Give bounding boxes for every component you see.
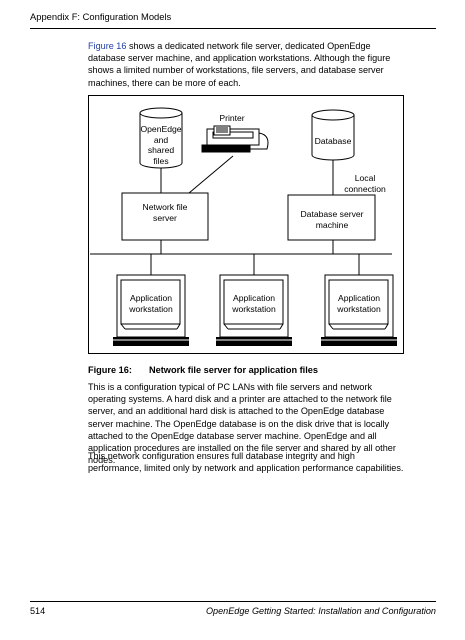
printer-icon bbox=[201, 125, 269, 153]
database-disk-icon bbox=[311, 109, 355, 161]
database-label: Database bbox=[314, 136, 352, 146]
figure-title: Network file server for application file… bbox=[149, 365, 318, 375]
body-paragraph-1: This is a configuration typical of PC LA… bbox=[88, 382, 396, 466]
workstation-2-label: Application workstation bbox=[232, 293, 276, 314]
file-server-label: Network file server bbox=[142, 202, 188, 223]
book-title: OpenEdge Getting Started: Installation a… bbox=[205, 606, 436, 616]
figure-caption: Figure 16: Network file server for applic… bbox=[88, 365, 318, 375]
workstation-3-icon bbox=[321, 274, 397, 346]
figure-link[interactable]: Figure 16 bbox=[88, 41, 127, 51]
db-server-label: Database server machine bbox=[300, 209, 364, 230]
openedge-disk-label: OpenEdge and shared files bbox=[140, 124, 182, 166]
figure-number: Figure 16: bbox=[88, 365, 132, 375]
workstation-2-icon bbox=[216, 274, 292, 346]
page-number: 514 bbox=[30, 606, 46, 616]
printer-to-fileserver-line bbox=[188, 155, 234, 194]
local-connection-label: Local connection bbox=[344, 173, 386, 194]
footer-rule bbox=[30, 601, 436, 602]
running-header: Appendix F: Configuration Models bbox=[30, 11, 172, 22]
workstation-3-label: Application workstation bbox=[337, 293, 381, 314]
workstation-1-icon bbox=[113, 274, 189, 346]
db-server-box bbox=[287, 194, 376, 241]
intro-text: shows a dedicated network file server, d… bbox=[88, 41, 391, 88]
network-diagram: OpenEdge and shared files Printer Databa… bbox=[88, 95, 404, 354]
workstation-icons bbox=[113, 274, 397, 346]
diagram-drawing bbox=[90, 107, 397, 346]
workstation-1-label: Application workstation bbox=[129, 293, 173, 314]
body-paragraph-2: This network configuration ensures full … bbox=[88, 451, 404, 474]
header-rule bbox=[30, 28, 436, 29]
printer-label: Printer bbox=[219, 113, 245, 123]
intro-paragraph: Figure 16 shows a dedicated network file… bbox=[88, 40, 408, 89]
file-server-box bbox=[121, 192, 209, 241]
